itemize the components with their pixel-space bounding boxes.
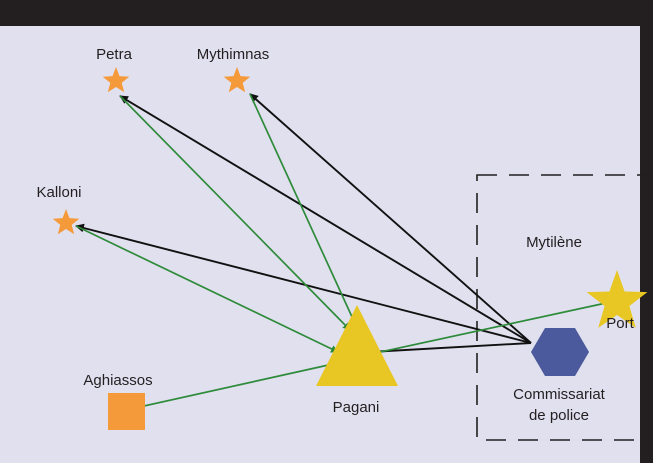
aghiassos-square[interactable] [108, 393, 145, 430]
edge-pagani-to-aghiassos [125, 361, 343, 413]
node-label-kalloni: Kalloni [36, 184, 81, 201]
kalloni-star-icon[interactable] [52, 209, 80, 235]
node-label-aghiassos: Aghiassos [83, 372, 152, 389]
edge-police-to-petra [119, 95, 532, 344]
mythimnas-star-icon[interactable] [223, 67, 251, 93]
node-label-police-line1: Commissariat [513, 386, 606, 403]
edge-mythimnas-to-pagani [249, 93, 359, 331]
edge-petra-to-pagani [119, 95, 351, 331]
edge-police-to-pagani [369, 342, 532, 356]
label-layer: Petra Mythimnas Kalloni Aghiassos Pagani… [36, 46, 634, 424]
node-label-mythimnas: Mythimnas [197, 46, 270, 63]
pagani-triangle[interactable] [316, 305, 398, 386]
node-label-police-line2: de police [529, 407, 589, 424]
node-label-port: Port [606, 315, 634, 332]
node-label-petra: Petra [96, 46, 133, 63]
edge-police-to-mythimnas [249, 93, 532, 344]
edge-port-to-pagani [361, 302, 607, 359]
edge-layer [75, 93, 607, 413]
node-layer [52, 67, 648, 430]
mytilene-region-box [476, 174, 648, 441]
top-bar [0, 0, 653, 26]
petra-star-icon[interactable] [102, 67, 130, 93]
node-label-pagani: Pagani [333, 399, 380, 416]
port-star-icon[interactable] [586, 270, 648, 328]
police-hexagon[interactable] [531, 328, 589, 376]
edge-kalloni-to-pagani [75, 225, 339, 353]
map-background [0, 26, 640, 463]
region-label-mytilene: Mytilène [526, 234, 582, 251]
edge-police-to-kalloni [75, 223, 532, 344]
